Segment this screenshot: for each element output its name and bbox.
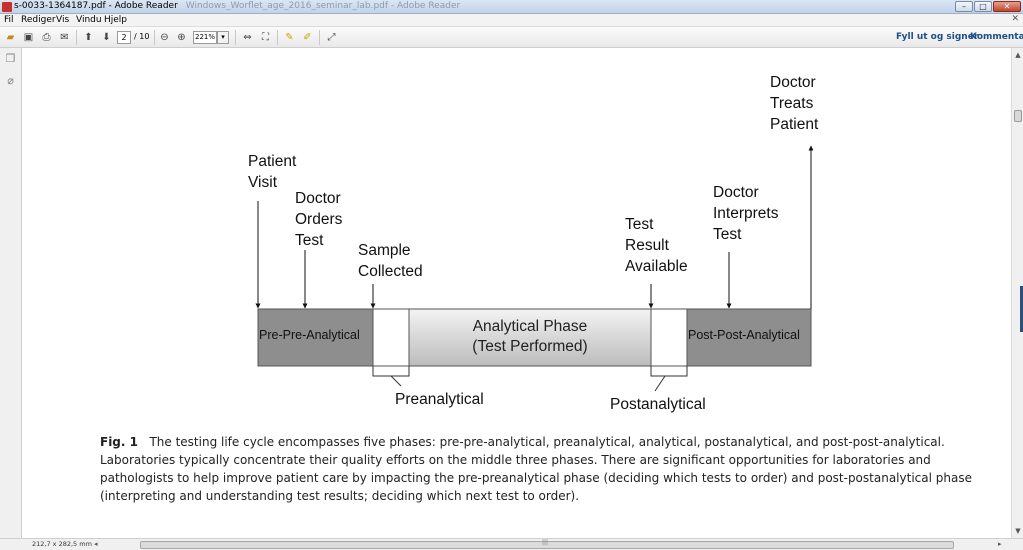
preanalytical-box <box>372 308 410 367</box>
page-total: / 10 <box>134 32 150 41</box>
postanalytical-label: Postanalytical <box>610 396 706 413</box>
document-view: Patient Visit Doctor Orders Test Sample … <box>23 48 1011 538</box>
horizontal-scroll-thumb[interactable] <box>140 541 954 549</box>
postanalytical-bracket <box>650 366 688 377</box>
previous-page-icon[interactable]: ⬆ <box>84 32 93 43</box>
comment-button[interactable]: Kommentar <box>970 32 1023 42</box>
doctor-treats-label: Doctor Treats Patient <box>770 74 819 133</box>
preanalytical-pointer <box>390 375 402 387</box>
preanalytical-label: Preanalytical <box>395 391 484 408</box>
zoom-out-icon[interactable]: ⊖ <box>160 32 169 43</box>
page-size-readout: 212,7 x 282,5 mm <box>32 540 92 548</box>
doctor-interprets-label: Doctor Interprets Test <box>713 184 779 243</box>
fit-page-icon[interactable]: ⛶ <box>262 32 269 43</box>
preanalytical-bracket <box>372 366 410 377</box>
analytical-phase-label: Analytical Phase (Test Performed) <box>472 318 588 355</box>
minimize-button[interactable]: – <box>955 1 973 12</box>
zoom-in-icon[interactable]: ⊕ <box>177 32 186 43</box>
scroll-right-icon[interactable]: ▸ <box>998 540 1002 548</box>
adobe-reader-icon <box>2 2 12 12</box>
figure-caption-label: Fig. 1 <box>100 435 138 449</box>
next-page-icon[interactable]: ⬇ <box>102 32 111 43</box>
zoom-dropdown-chevron-icon[interactable]: ▾ <box>217 31 229 44</box>
save-icon[interactable]: ▣ <box>23 32 34 43</box>
comment-note-icon[interactable]: ✎ <box>285 32 294 43</box>
email-icon[interactable]: ✉ <box>60 32 69 43</box>
toolbar-separator <box>76 30 77 45</box>
scroll-position-marker <box>1020 286 1023 332</box>
testing-life-cycle-figure: Patient Visit Doctor Orders Test Sample … <box>245 66 818 416</box>
postanalytical-box <box>650 308 688 367</box>
doctor-orders-label: Doctor Orders Test <box>295 190 343 249</box>
vertical-scroll-thumb[interactable] <box>1014 110 1022 122</box>
toolbar: ▰ ▣ ⎙ ✉ ⬆ ⬇ 2 / 10 ⊖ ⊕ 221% ▾ ⇔ ⛶ ✎ ✐ ⤢ … <box>0 27 1023 48</box>
scroll-left-icon[interactable]: ◂ <box>94 540 98 548</box>
fit-width-icon[interactable]: ⇔ <box>243 32 252 43</box>
close-button[interactable]: ✕ <box>993 1 1021 12</box>
menu-rediger[interactable]: Rediger <box>21 15 56 25</box>
scroll-down-icon[interactable]: ▼ <box>1015 527 1021 535</box>
open-folder-icon[interactable]: ▰ <box>6 32 15 43</box>
page-number-input[interactable]: 2 <box>117 31 131 44</box>
document-close-icon[interactable]: ✕ <box>1011 14 1019 24</box>
patient-visit-label: Patient Visit <box>248 153 297 191</box>
postanalytical-pointer <box>654 375 666 392</box>
post-post-analytical-box <box>686 308 812 367</box>
window-title-faded: Windows_Worflet_age_2016_seminar_lab.pdf… <box>185 1 461 11</box>
scroll-up-icon[interactable]: ▲ <box>1015 51 1021 59</box>
figure-caption: Fig. 1 The testing life cycle encompasse… <box>100 433 990 505</box>
print-icon[interactable]: ⎙ <box>42 32 51 43</box>
menu-bar: Fil Rediger Vis Vindu Hjelp ✕ <box>0 14 1023 27</box>
zoom-input[interactable]: 221% <box>193 31 217 44</box>
menu-vindu[interactable]: Vindu <box>76 15 102 25</box>
navigation-pane: ❐ ⌀ <box>0 48 22 538</box>
toolbar-separator <box>154 30 155 45</box>
toolbar-separator <box>319 30 320 45</box>
toolbar-separator <box>277 30 278 45</box>
menu-hjelp[interactable]: Hjelp <box>104 15 128 25</box>
menu-vis[interactable]: Vis <box>56 15 70 25</box>
pre-pre-analytical-label: Pre-Pre-Analytical <box>259 328 360 342</box>
toolbar-separator <box>235 30 236 45</box>
analytical-phase-box <box>408 308 652 367</box>
attachments-paperclip-icon[interactable]: ⌀ <box>7 74 14 87</box>
fill-and-sign-button[interactable]: Fyll ut og signer <box>896 32 979 42</box>
sample-collected-label: Sample Collected <box>358 242 423 280</box>
expand-icon[interactable]: ⤢ <box>327 32 336 43</box>
menu-fil[interactable]: Fil <box>4 15 14 25</box>
figure-caption-text: The testing life cycle encompasses five … <box>100 435 972 503</box>
maximize-button[interactable]: □ <box>974 1 992 12</box>
test-result-label: Test Result Available <box>625 216 688 275</box>
scroll-grip-icon: ||| <box>542 539 549 546</box>
status-bar: 212,7 x 282,5 mm ◂ ||| ▸ <box>0 538 1023 550</box>
vertical-scrollbar[interactable]: ▲ ▼ <box>1011 48 1023 538</box>
figure-diagram <box>255 145 813 392</box>
page-thumbnails-icon[interactable]: ❐ <box>5 52 16 65</box>
pre-pre-analytical-box <box>257 308 374 367</box>
post-post-analytical-label: Post-Post-Analytical <box>688 328 800 342</box>
highlight-icon[interactable]: ✐ <box>303 32 312 43</box>
